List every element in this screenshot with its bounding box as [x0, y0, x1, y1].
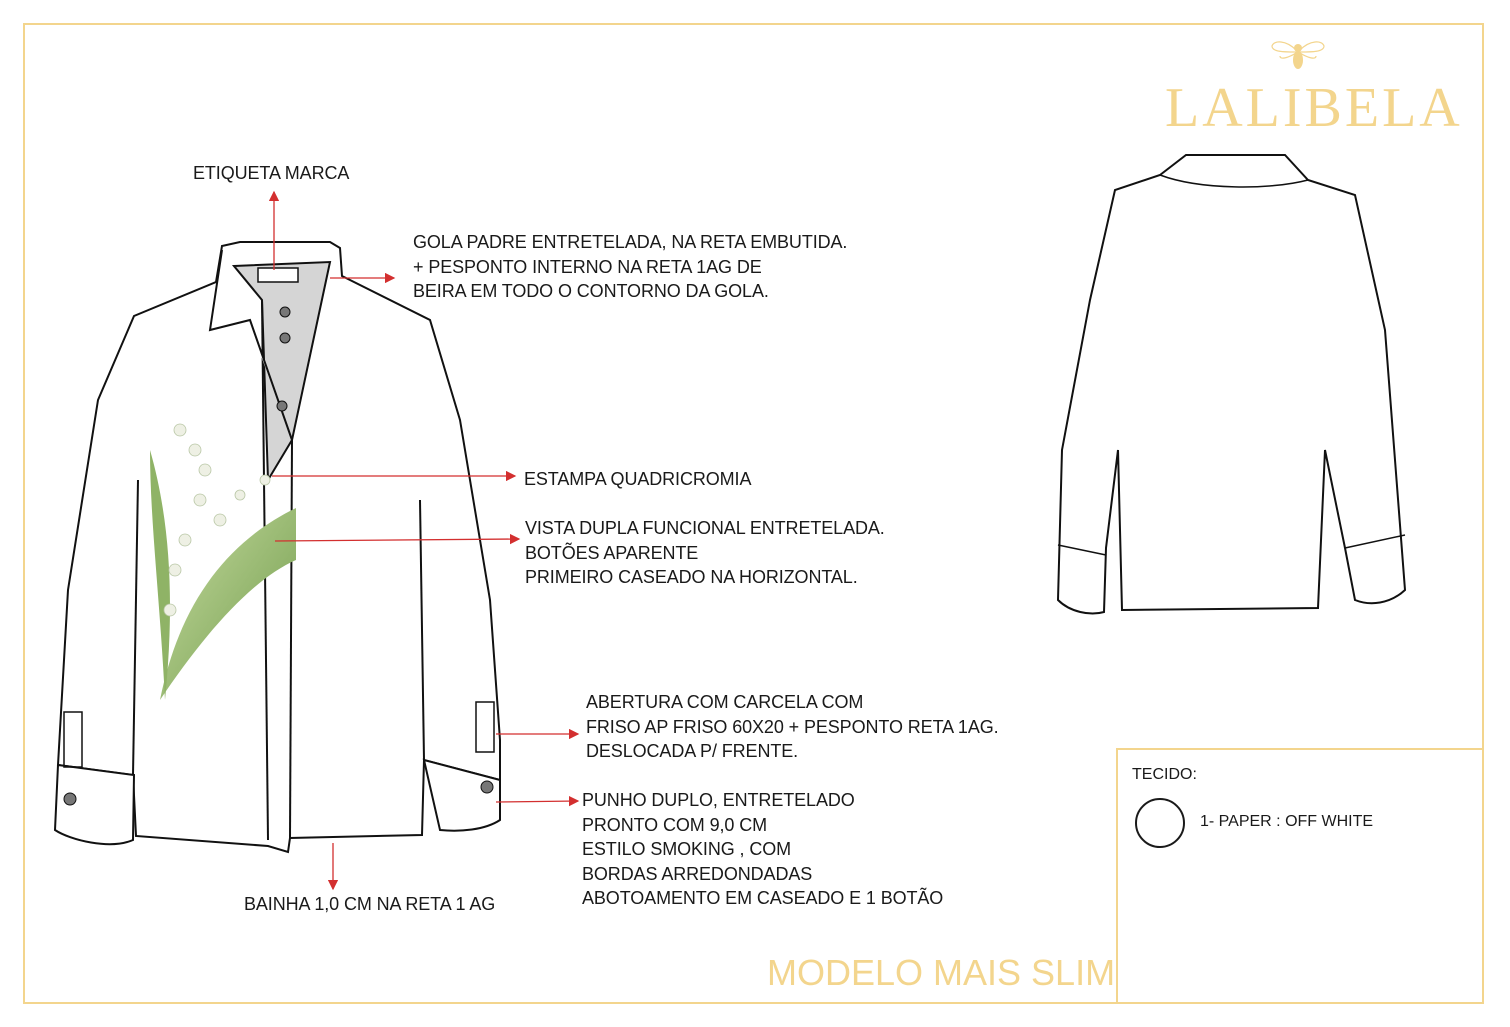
collar-annotation: GOLA PADRE ENTRETELADA, NA RETA EMBUTIDA… [413, 230, 847, 304]
print-annotation: ESTAMPA QUADRICROMIA [524, 469, 752, 489]
placket-line: BOTÕES APARENTE [525, 542, 699, 563]
model-note: MODELO MAIS SLIM [767, 952, 1116, 993]
cuff-annotation: PUNHO DUPLO, ENTRETELADO PRONTO COM 9,0 … [582, 788, 943, 911]
cuff-line: PUNHO DUPLO, ENTRETELADO [582, 790, 855, 810]
cuff-line: ESTILO SMOKING , COM [582, 839, 792, 859]
fabric-swatch [1135, 798, 1185, 848]
sleeve-opening-line: DESLOCADA P/ FRENTE. [586, 741, 799, 761]
fabric-label: TECIDO: [1132, 766, 1197, 783]
fabric-item: 1- PAPER : OFF WHITE [1200, 813, 1374, 830]
sleeve-opening-line: FRISO AP FRISO 60X20 + PESPONTO RETA 1AG… [586, 716, 999, 737]
placket-line: VISTA DUPLA FUNCIONAL ENTRETELADA. [525, 518, 885, 538]
floral-print [150, 423, 296, 700]
placket-annotation: VISTA DUPLA FUNCIONAL ENTRETELADA. BOTÕE… [525, 516, 885, 590]
cuff-line: BORDAS ARREDONDADAS [582, 863, 813, 884]
back-shirt-drawing [1056, 154, 1407, 615]
collar-line: + PESPONTO INTERNO NA RETA 1AG DE [413, 256, 762, 277]
sleeve-placket [63, 701, 495, 768]
brand-logo: LALIBELA [1165, 77, 1463, 139]
cuff-line: PRONTO COM 9,0 CM [582, 814, 767, 835]
sleeve-opening-annotation: ABERTURA COM CARCELA COM FRISO AP FRISO … [586, 690, 999, 764]
annotation-arrows [268, 190, 580, 891]
fabric-box [1116, 748, 1482, 1002]
label-tag-annotation: ETIQUETA MARCA [193, 163, 350, 183]
collar-line: BEIRA EM TODO O CONTORNO DA GOLA. [413, 281, 769, 301]
bee-icon [1271, 41, 1325, 69]
placket-line: PRIMEIRO CASEADO NA HORIZONTAL. [525, 567, 858, 587]
cuff-line: ABOTOAMENTO EM CASEADO E 1 BOTÃO [582, 888, 944, 908]
front-buttons [63, 306, 494, 806]
sheet-border [23, 23, 1484, 1004]
collar-line: GOLA PADRE ENTRETELADA, NA RETA EMBUTIDA… [413, 232, 848, 252]
hem-annotation: BAINHA 1,0 CM NA RETA 1 AG [244, 894, 496, 914]
sleeve-opening-line: ABERTURA COM CARCELA COM [586, 692, 864, 712]
